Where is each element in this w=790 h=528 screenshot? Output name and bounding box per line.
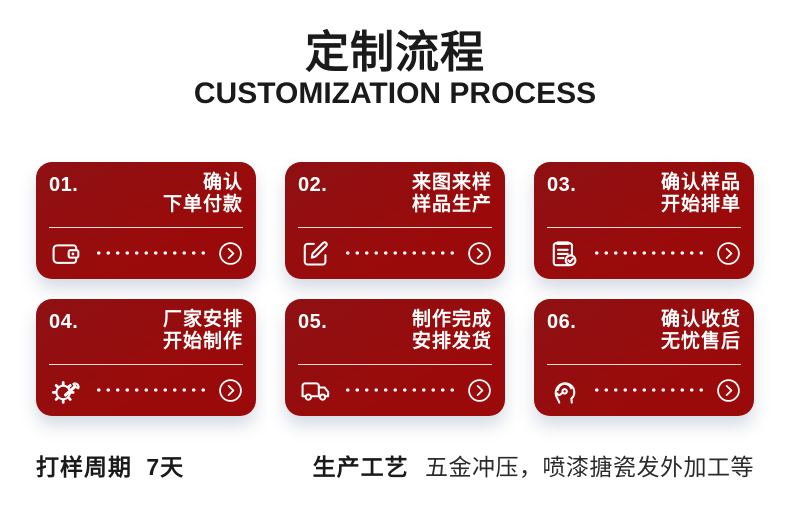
step-number: 01. [49,173,79,196]
production-craft-text: 生产工艺 五金冲压，喷漆搪瓷发外加工等 [313,448,754,482]
card-divider [547,226,741,228]
dotted-line [343,388,458,393]
sample-cycle-label: 打样周期 [36,453,132,480]
arrow-right-circle-icon [467,378,492,403]
step-number: 03. [547,173,577,196]
arrow-right-circle-icon [716,378,741,403]
step-card-2: 02. 来图来样 样品生产 [285,161,505,279]
page-subtitle: CUSTOMIZATION PROCESS [193,77,597,111]
step-title: 厂家安排 开始制作 [162,308,243,352]
order-check-icon [547,236,581,270]
dotted-line [94,251,209,256]
card-divider [547,363,741,365]
step-title: 确认 下单付款 [162,171,243,215]
step-card-1: 01. 确认 下单付款 [36,161,256,279]
edit-sample-icon [298,236,332,270]
dotted-line [592,251,707,256]
sample-cycle-text: 打样周期 7天 [36,448,184,482]
page-footer: 打样周期 7天 生产工艺 五金冲压，喷漆搪瓷发外加工等 [36,448,754,482]
card-divider [298,226,492,228]
card-divider [49,363,243,365]
dotted-line [94,388,209,393]
page-header: 定制流程 CUSTOMIZATION PROCESS [0,0,790,112]
dotted-line [592,388,707,393]
craft-value: 五金冲压，喷漆搪瓷发外加工等 [425,453,754,480]
arrow-right-circle-icon [467,241,492,266]
page-title: 定制流程 [305,28,485,77]
craft-label: 生产工艺 [312,453,409,480]
step-title: 确认样品 开始排单 [660,171,741,215]
step-number: 04. [49,310,79,333]
step-card-4: 04. 厂家安排 开始制作 [36,298,256,416]
card-divider [49,226,243,228]
step-title: 来图来样 样品生产 [411,171,492,215]
step-number: 05. [298,310,328,333]
step-number: 06. [547,310,577,333]
step-title: 制作完成 安排发货 [411,308,492,352]
arrow-right-circle-icon [218,378,243,403]
card-divider [298,363,492,365]
step-card-5: 05. 制作完成 安排发货 [285,298,505,416]
step-card-6: 06. 确认收货 无忧售后 [534,298,754,416]
wallet-icon [49,236,83,270]
sample-cycle-value: 7天 [146,453,185,480]
steps-grid: 01. 确认 下单付款 [36,161,754,416]
step-title: 确认收货 无忧售后 [660,308,741,352]
gear-wrench-icon [49,373,83,407]
step-number: 02. [298,173,328,196]
customer-service-icon [547,373,581,407]
arrow-right-circle-icon [218,241,243,266]
arrow-right-circle-icon [716,241,741,266]
step-card-3: 03. 确认样品 开始排单 [534,161,754,279]
truck-icon [298,373,332,407]
dotted-line [343,251,458,256]
